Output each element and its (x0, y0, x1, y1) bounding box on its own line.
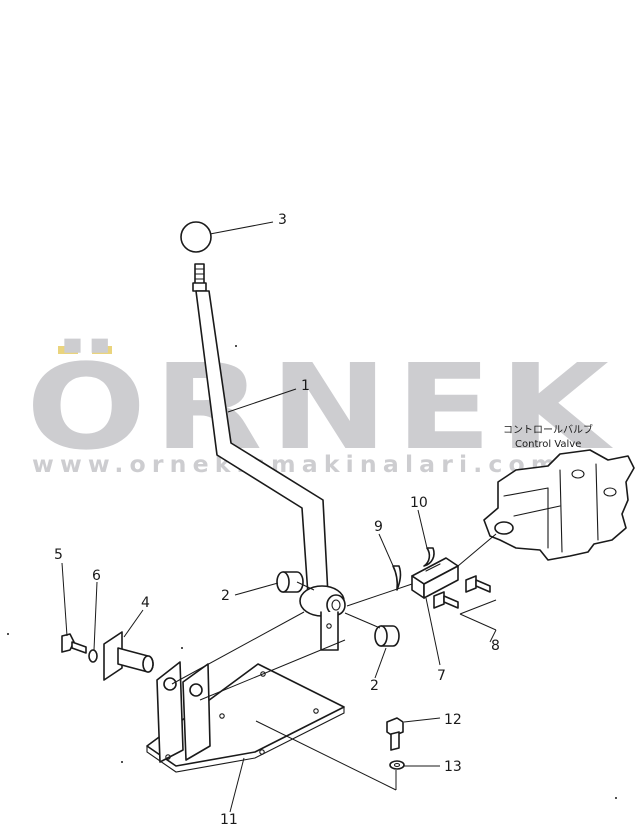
bushing-part-2-upper (276, 571, 304, 593)
callout-13: 13 (444, 759, 462, 775)
control-valve-label-jp: コントロールバルブ (503, 423, 593, 436)
callout-2-lower: 2 (370, 678, 379, 694)
bolts-part-8 (433, 575, 491, 609)
callout-9: 9 (374, 519, 383, 535)
callout-10: 10 (410, 495, 428, 511)
callout-8: 8 (491, 638, 500, 654)
watermark: ÖRNEK www.ornekismakinalari.com.tr (26, 338, 616, 478)
joint-part-7 (411, 557, 459, 599)
bracket-part-11 (146, 661, 345, 773)
callout-12: 12 (444, 712, 462, 728)
assembly-lines (171, 533, 497, 701)
scan-specks (7, 345, 617, 799)
callout-7: 7 (437, 668, 446, 684)
control-valve: コントロールバルブ Control Valve (483, 423, 635, 561)
bushing-part-2-lower (374, 625, 400, 647)
callout-2-upper: 2 (221, 588, 230, 604)
washer-part-13 (389, 760, 405, 770)
callout-4: 4 (141, 595, 150, 611)
bolt-part-12 (386, 717, 404, 751)
bolt-part-5 (61, 633, 87, 654)
control-valve-label-en: Control Valve (515, 439, 581, 450)
lever-part-1 (192, 263, 346, 651)
callout-11: 11 (220, 812, 238, 825)
pin-plate-part-4 (103, 631, 154, 681)
callout-3: 3 (278, 212, 287, 228)
callout-6: 6 (92, 568, 101, 584)
knob-part-3 (180, 221, 212, 253)
washer-part-6 (88, 649, 98, 663)
callout-1: 1 (301, 378, 310, 394)
watermark-brand: ÖRNEK (26, 338, 616, 476)
callout-5: 5 (54, 547, 63, 563)
watermark-umlaut-dot-left (58, 346, 78, 354)
leader-lines (61, 221, 497, 813)
callout-numbers: 1 2 2 3 4 5 6 7 8 9 10 11 12 13 (54, 212, 500, 825)
pin-part-9 (392, 565, 402, 591)
watermark-umlaut-dot-right (92, 346, 112, 354)
pin-part-10 (423, 547, 435, 567)
